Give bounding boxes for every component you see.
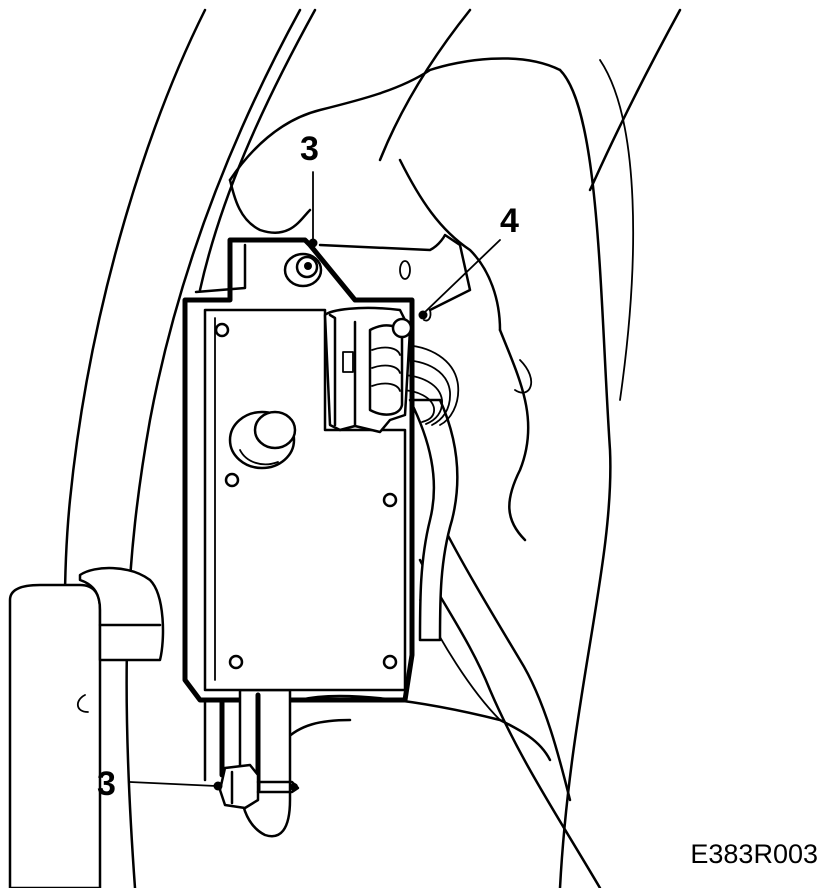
fastener-bottom-bolt (256, 780, 300, 794)
floor-bracket-line (298, 694, 552, 762)
bracket-foot (238, 688, 292, 838)
lower-panel-line-2 (438, 518, 572, 802)
electrical-connector (323, 306, 413, 434)
leader-dot-fastener-bottom (213, 781, 223, 791)
panel-edge-inner (125, 8, 302, 888)
figure-reference-code: E383R003 (690, 839, 818, 869)
harness-sleeve (408, 398, 459, 642)
actuator-shadow (239, 449, 279, 466)
door-frame-inner (599, 59, 635, 401)
bracket-top-flange (318, 233, 472, 312)
seat-upright (8, 583, 102, 888)
wiring-harness (399, 344, 460, 642)
mount-hole-top-left (214, 322, 230, 338)
fastener-bottom-nut (218, 763, 260, 810)
lower-structure (283, 518, 602, 888)
module-plate (203, 308, 407, 692)
mount-hole-bottom-left (228, 654, 244, 670)
panel-crease-2 (378, 8, 472, 162)
callout-label-fastener-bottom: 3 (97, 765, 116, 803)
panel-crease-1 (198, 8, 317, 292)
fastener-bottom-tip (290, 783, 298, 791)
leader-fastener-bottom (129, 781, 217, 787)
panel-crease-right (588, 8, 682, 192)
leader-dot-connector (418, 310, 428, 320)
control-module (203, 308, 407, 692)
floor-bracket-lip (283, 718, 352, 742)
connector-ridge-1 (371, 346, 401, 356)
bracket-notch (194, 243, 247, 294)
callout-label-connector: 4 (500, 202, 519, 240)
connector-latch (342, 351, 354, 373)
flange-slot (399, 260, 411, 280)
lower-panel-line-1 (418, 558, 602, 888)
mount-hole-mid-left (224, 472, 240, 488)
connector-left-edge (328, 313, 337, 427)
fastener-top (283, 252, 323, 288)
upper-bracket-lip (228, 178, 312, 234)
leader-connector (424, 239, 501, 313)
mount-hole-bottom-right (382, 654, 398, 670)
seat-hinge-cap (78, 566, 165, 662)
connector-ridge-3 (371, 382, 401, 392)
harness-wire-1 (399, 344, 460, 426)
fastener-top-center (304, 262, 312, 270)
seat-frame (8, 566, 165, 888)
actuator-knob (253, 410, 297, 450)
leader-dot-fastener-top (308, 238, 318, 248)
inner-panel-bulge (498, 328, 530, 542)
flange-hook (423, 309, 432, 322)
upper-bracket-contour (228, 57, 562, 182)
callout-leaders (129, 171, 501, 791)
panel-hole (514, 359, 532, 394)
inner-panel-contour (398, 158, 502, 332)
door-frame-edge (558, 68, 612, 888)
connector-tab (391, 317, 413, 339)
fastener-bottom (218, 763, 300, 810)
callout-label-fastener-top: 3 (300, 130, 319, 168)
harness-wire-2 (399, 359, 451, 426)
connector-ridge-2 (371, 364, 401, 374)
harness-wire-3 (399, 374, 443, 425)
seat-mark-c (76, 694, 89, 713)
mount-hole-mid-right (382, 492, 398, 508)
